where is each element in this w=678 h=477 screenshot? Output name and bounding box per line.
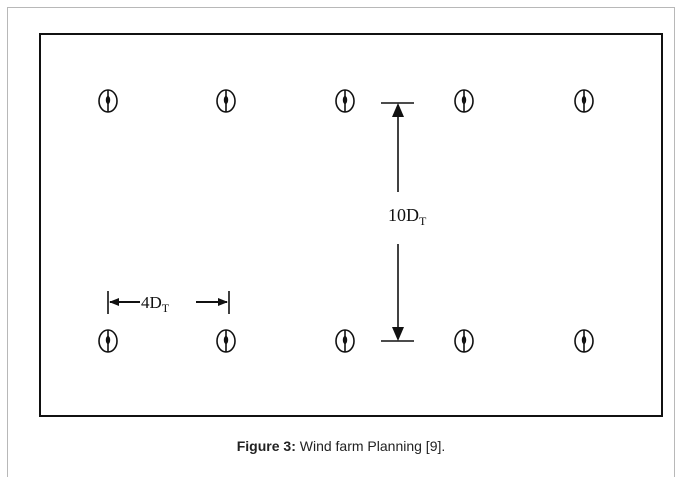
wind-turbine-icon	[574, 329, 594, 353]
turbine-group	[98, 89, 594, 353]
vertical-spacing-dimension: 10DT	[381, 102, 427, 342]
wind-turbine-icon	[454, 89, 474, 113]
wind-turbine-icon	[98, 329, 118, 353]
horizontal-spacing-main: 4D	[141, 293, 162, 312]
figure-caption: Figure 3: Wind farm Planning [9].	[7, 438, 675, 454]
wind-turbine-icon	[98, 89, 118, 113]
wind-turbine-icon	[335, 89, 355, 113]
wind-turbine-icon	[335, 329, 355, 353]
vertical-spacing-subscript: T	[419, 214, 427, 228]
figure-frame	[7, 7, 675, 477]
vertical-spacing-label: 10DT	[388, 205, 427, 228]
caption-text: Wind farm Planning [9].	[299, 438, 446, 454]
horizontal-spacing-dimension: 4DT	[107, 291, 230, 315]
caption-label: Figure 3:	[236, 438, 296, 454]
site-boundary	[39, 33, 663, 417]
wind-turbine-icon	[216, 89, 236, 113]
vertical-spacing-main: 10D	[388, 205, 419, 225]
wind-turbine-icon	[216, 329, 236, 353]
wind-turbine-icon	[574, 89, 594, 113]
wind-turbine-icon	[454, 329, 474, 353]
horizontal-spacing-label: 4DT	[141, 293, 170, 315]
wind-farm-diagram: 10DT 4DT	[39, 33, 663, 417]
horizontal-spacing-subscript: T	[162, 301, 170, 315]
